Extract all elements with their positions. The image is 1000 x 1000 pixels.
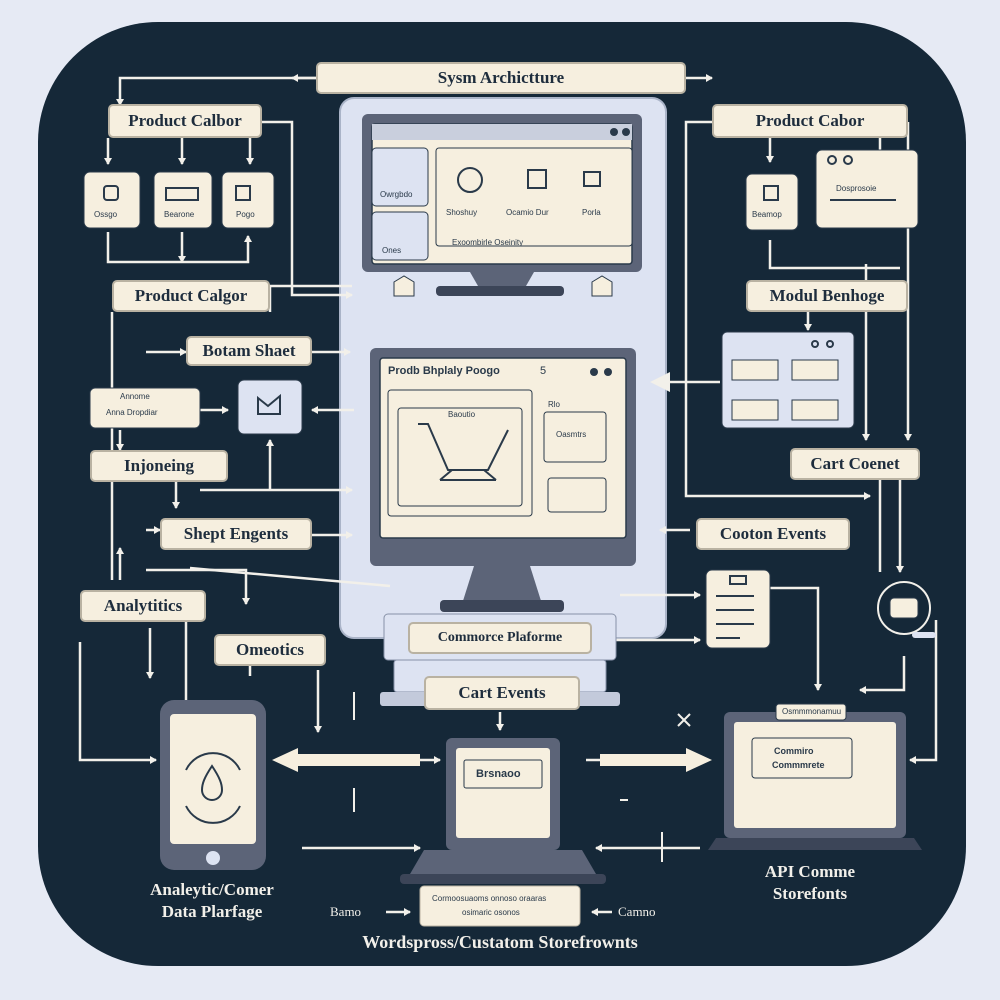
note-line: Cormoosuaoms onnoso oraaras [432, 894, 547, 903]
cart-events-label: Cart Events [424, 676, 580, 710]
center-screen-label: Brsnaoo [476, 768, 521, 780]
note-line: osimaric osonos [462, 908, 520, 917]
monitor-icon-label: Porla [582, 208, 601, 217]
right-module-tiles [705, 149, 919, 649]
injoneing-label: Injoneing [90, 450, 228, 482]
cooton-events-label: Cooton Events [696, 518, 850, 550]
analytics-label: Analytitics [80, 590, 206, 622]
footer-caption: Wordspross/Custatom Storefrownts [362, 932, 638, 952]
module-tile-label: Bearone [164, 210, 195, 219]
data-flow-arrows [272, 372, 712, 772]
product-cabor-right-label: Product Cabor [712, 104, 908, 138]
laptop-screen-line: Commiro [774, 746, 814, 756]
api-caption-line2: Storefonts [772, 884, 848, 903]
modul-benhoge-label: Modul Benhoge [746, 280, 908, 312]
filter-card-title: Annome [120, 392, 150, 401]
product-display-monitor [370, 348, 636, 612]
commerce-platform-label: Commorce Plaforme [408, 622, 592, 654]
diagram-title: Sysm Archictture [316, 62, 686, 94]
laptop-top-label: Osmmmonamuu [782, 707, 842, 716]
connector-node [877, 581, 936, 638]
monitor-status-text: Exoombirle Oseinity [452, 238, 524, 247]
monitor-icon-label: Ocamio Dur [506, 208, 549, 217]
laptop-screen-line: Commmrete [772, 760, 825, 770]
dropdown-card-label: Dosprosoie [836, 184, 877, 193]
product-side-label: Oasmtrs [556, 430, 587, 439]
product-calgor-label: Product Calgor [112, 280, 270, 312]
shept-engents-label: Shept Engents [160, 518, 312, 550]
bottom-sheet-label: Botam Shaet [186, 336, 312, 366]
monitor-side-tile-label: Ones [382, 246, 402, 255]
product-calbor-left-label: Product Calbor [108, 104, 262, 138]
cart-coenet-label: Cart Coenet [790, 448, 920, 480]
product-display-title: Prodb Bhplaly Poogo [388, 365, 500, 377]
monitor-side-tile-label: Owrgbdo [380, 190, 413, 199]
module-tile-label: Ossgo [94, 210, 118, 219]
api-laptop [708, 703, 922, 850]
right-tile-label: Beamop [752, 210, 782, 219]
mobile-device [160, 700, 266, 870]
product-display-count: 5 [540, 365, 547, 377]
center-laptop [400, 738, 606, 927]
monitor-icon-label: Shoshuy [446, 208, 478, 217]
module-tile-label: Pogo [236, 210, 255, 219]
left-tag: Bamo [330, 904, 362, 919]
mobile-caption-line2: Data Plarfage [161, 902, 263, 921]
mobile-caption-line1: Analeytic/Comer [150, 880, 274, 899]
filter-card-dropdown: Anna Dropdiar [106, 408, 158, 417]
omeotics-label: Omeotics [214, 634, 326, 666]
right-tag: Camno [618, 904, 656, 919]
product-panel-label: Baoutio [448, 410, 476, 419]
product-side-label: Rlo [548, 400, 561, 409]
top-monitor [362, 114, 642, 297]
api-caption-line1: API Comme [764, 862, 856, 881]
